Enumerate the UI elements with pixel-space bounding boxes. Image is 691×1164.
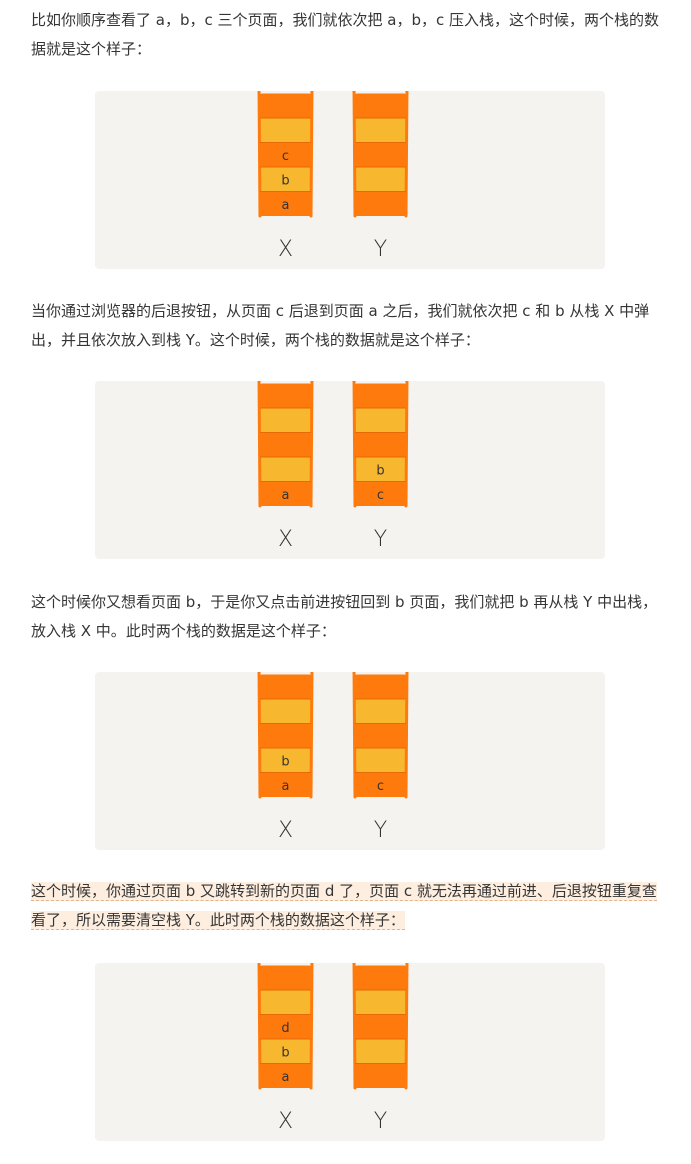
stack-item-b: b xyxy=(281,173,289,188)
stack-wall-left xyxy=(352,963,357,1090)
stack-wall-right xyxy=(309,381,314,508)
stack-slot xyxy=(355,191,406,216)
stack-wall-left xyxy=(257,91,262,218)
stack-slot xyxy=(355,118,406,143)
stack-wall-left xyxy=(352,91,357,218)
stack-slot xyxy=(355,481,406,506)
stack-Y: cY xyxy=(352,672,409,843)
stack-item-d: d xyxy=(281,1021,289,1036)
stack-label: X xyxy=(278,818,293,843)
stack-item-c: c xyxy=(377,488,384,503)
stack-slot xyxy=(260,481,311,506)
stack-slot xyxy=(355,142,406,167)
stack-slot xyxy=(260,674,311,699)
stack-wall-left xyxy=(257,672,262,799)
stack-label: Y xyxy=(374,1109,387,1134)
stack-wall-right xyxy=(404,381,409,508)
stack-Y: Y xyxy=(352,91,409,262)
stack-slot xyxy=(260,748,311,773)
stack-slot xyxy=(260,965,311,990)
stack-X: abX xyxy=(257,672,314,843)
stack-label: X xyxy=(278,1109,293,1134)
stack-slot xyxy=(355,383,406,408)
stack-slot xyxy=(260,118,311,143)
stack-slot xyxy=(260,1039,311,1064)
stack-X: aX xyxy=(257,381,314,552)
stack-slot xyxy=(260,772,311,797)
stack-slot xyxy=(260,408,311,433)
stack-slot xyxy=(260,990,311,1015)
stack-wall-left xyxy=(352,672,357,799)
paragraph-1: 比如你顺序查看了 a，b，c 三个页面，我们就依次把 a，b，c 压入栈，这个时… xyxy=(31,11,659,58)
stack-slot xyxy=(355,1063,406,1088)
stack-wall-left xyxy=(352,381,357,508)
stack-item-b: b xyxy=(281,1045,289,1060)
stack-wall-left xyxy=(257,381,262,508)
stack-item-a: a xyxy=(282,198,290,213)
stack-wall-left xyxy=(257,963,262,1090)
stack-wall-right xyxy=(309,963,314,1090)
paragraph-2: 当你通过浏览器的后退按钮，从页面 c 后退到页面 a 之后，我们就依次把 c 和… xyxy=(31,302,650,349)
stack-item-c: c xyxy=(377,779,384,794)
stack-wall-right xyxy=(404,963,409,1090)
stack-slot xyxy=(355,699,406,724)
stack-wall-right xyxy=(309,91,314,218)
stack-slot xyxy=(260,432,311,457)
stack-item-a: a xyxy=(282,779,290,794)
stack-slot xyxy=(260,167,311,192)
stack-slot xyxy=(355,674,406,699)
stack-slot xyxy=(260,1014,311,1039)
stack-slot xyxy=(260,723,311,748)
stack-slot xyxy=(260,142,311,167)
paragraph-3: 这个时候你又想看页面 b，于是你又点击前进按钮回到 b 页面，我们就把 b 再从… xyxy=(31,593,658,640)
stack-slot xyxy=(355,1014,406,1039)
stack-slot xyxy=(355,990,406,1015)
stack-slot xyxy=(355,1039,406,1064)
stack-slot xyxy=(260,383,311,408)
highlighted-text: 这个时候，你通过页面 b 又跳转到新的页面 d 了，页面 c 就无法再通过前进、… xyxy=(31,882,657,930)
stack-label: X xyxy=(278,527,293,552)
stack-label: Y xyxy=(374,527,387,552)
stack-item-b: b xyxy=(281,754,289,769)
stack-slot xyxy=(355,723,406,748)
stack-slot xyxy=(355,408,406,433)
stack-slot xyxy=(355,965,406,990)
stack-slot xyxy=(260,699,311,724)
stack-slot xyxy=(355,772,406,797)
stack-label: X xyxy=(278,237,293,262)
stack-wall-right xyxy=(309,672,314,799)
stack-item-a: a xyxy=(282,488,290,503)
stack-wall-right xyxy=(404,91,409,218)
stack-item-c: c xyxy=(282,149,289,164)
stack-slot xyxy=(260,457,311,482)
stack-slot xyxy=(355,748,406,773)
stack-Y: cbY xyxy=(352,381,409,552)
stack-label: Y xyxy=(374,818,387,843)
stack-slot xyxy=(355,93,406,118)
stack-slot xyxy=(260,191,311,216)
stack-item-a: a xyxy=(282,1070,290,1085)
stack-item-b: b xyxy=(376,463,384,478)
paragraph-4: 这个时候，你通过页面 b 又跳转到新的页面 d 了，页面 c 就无法再通过前进、… xyxy=(31,877,667,935)
stack-wall-right xyxy=(404,672,409,799)
stack-Y: Y xyxy=(352,963,409,1134)
stack-slot xyxy=(355,457,406,482)
stack-slot xyxy=(355,167,406,192)
stack-slot xyxy=(260,93,311,118)
stack-slot xyxy=(355,432,406,457)
stack-label: Y xyxy=(374,237,387,262)
stack-slot xyxy=(260,1063,311,1088)
